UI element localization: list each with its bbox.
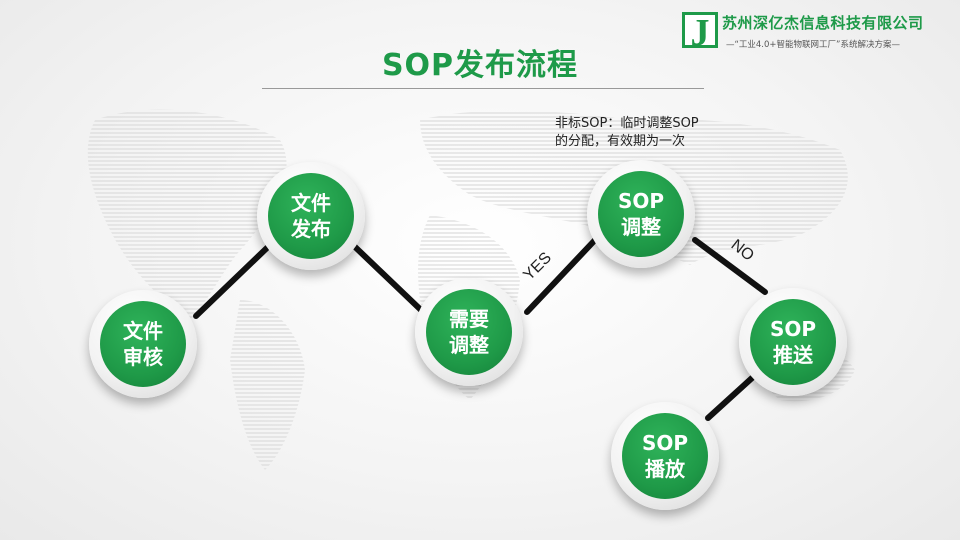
- node-label-line-2: 播放: [645, 457, 685, 481]
- connector-adjust-push: [692, 237, 768, 295]
- node-label-line-2: 发布: [291, 217, 331, 241]
- node-label-line-1: SOP: [641, 431, 689, 455]
- title-divider: [262, 88, 704, 89]
- node-label-line-1: SOP: [617, 189, 665, 213]
- logo-mark: J: [682, 12, 718, 54]
- node-label-line-2: 调整: [449, 333, 489, 357]
- annotation-line-2: 的分配，有效期为一次: [555, 134, 686, 149]
- connector-push-play: [705, 375, 755, 421]
- node-label-line-2: 推送: [773, 343, 813, 367]
- logo-letter: J: [690, 12, 710, 54]
- node-sop-adjust: SOP 调整: [587, 160, 695, 268]
- company-slogan: —“工业4.0+智能物联网工厂”系统解决方案—: [726, 40, 900, 50]
- annotation-line-1: 非标SOP：临时调整SOP: [555, 116, 699, 131]
- node-label-line-1: 需要: [449, 307, 489, 331]
- node-sop-play: SOP 播放: [611, 402, 719, 510]
- annotation-note: 非标SOP：临时调整SOP 的分配，有效期为一次: [555, 115, 765, 151]
- node-sop-push: SOP 推送: [739, 288, 847, 396]
- node-label-line-2: 审核: [123, 345, 163, 369]
- node-label-line-1: 文件: [291, 191, 331, 215]
- node-label-line-1: SOP: [769, 317, 817, 341]
- node-label-line-1: 文件: [123, 319, 163, 343]
- node-document-review: 文件 审核: [89, 290, 197, 398]
- company-name: 苏州深亿杰信息科技有限公司: [722, 14, 924, 32]
- node-needs-adjustment: 需要 调整: [415, 278, 523, 386]
- company-logo: J 苏州深亿杰信息科技有限公司 —“工业4.0+智能物联网工厂”系统解决方案—: [680, 10, 940, 60]
- node-document-publish: 文件 发布: [257, 162, 365, 270]
- page-title: SOP发布流程: [381, 48, 579, 83]
- connector-publish-needs: [350, 242, 424, 313]
- connector-review-publish: [193, 242, 273, 319]
- node-label-line-2: 调整: [621, 215, 661, 239]
- connector-needs-adjust: [524, 237, 598, 315]
